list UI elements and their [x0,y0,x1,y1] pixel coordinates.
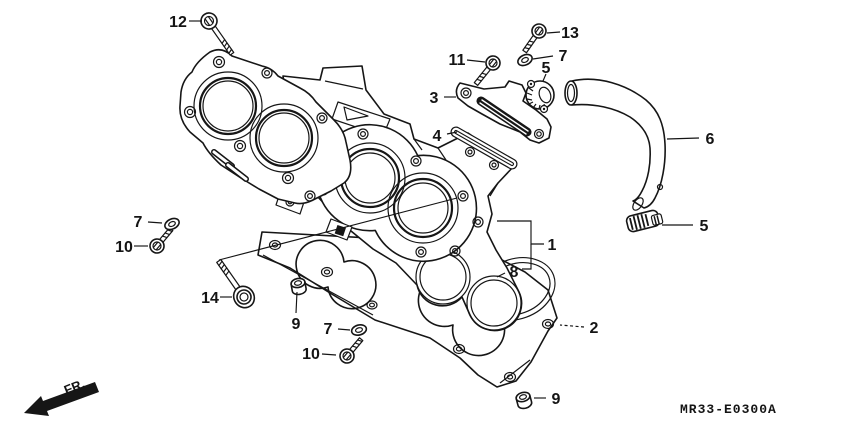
bolt-12-icon [200,12,235,56]
bolt-10-left-icon [149,227,174,254]
bolt-13-icon [522,23,547,54]
washer-7-bottom-icon [350,323,368,337]
leader-line-o-ring-8 [496,272,506,278]
bolt-10-bottom-icon [339,337,364,364]
callout-bolt-13: 13 [561,25,579,42]
hose-clamp-drawing [625,209,664,233]
callout-collar-9-bottom: 9 [552,391,561,408]
callout-bolt-11: 11 [449,52,466,69]
water-pipe-drawing [564,78,666,211]
callout-bolt-14: 14 [201,290,219,307]
callout-bolt-12: 12 [169,14,187,31]
water-joint-drawing [455,80,552,144]
leader-line-cylinder-1 [497,220,544,245]
callout-cylinder-1: 1 [548,237,557,254]
water-joint-gasket-drawing [450,126,518,170]
head-gasket-bores [193,71,319,173]
head-gasket-holes [183,55,328,202]
leader-line-o-ring-8 [522,244,532,270]
leader-line-collar-9-mid [295,291,298,314]
leader-line-washer-7-left [147,221,163,224]
head-gasket-drawing [179,48,352,205]
leader-line-joint-gasket-4 [446,131,458,135]
callout-o-ring-8: 8 [510,264,519,281]
callout-washer-7-bottom: 7 [324,321,333,338]
callout-joint-gasket-4: 4 [433,128,442,145]
bolt-14-icon [216,258,256,309]
callout-bolt-10-bottom: 10 [302,346,320,363]
callout-washer-7-top: 7 [559,48,568,65]
leader-line-pipe-6 [666,137,700,140]
callout-base-gasket-2: 2 [590,320,599,337]
leader-line-bolt-13 [546,31,561,34]
leader-line-bolt-10-bottom [321,353,337,356]
diagram-code: MR33-E0300A [680,402,777,417]
collar-9-mid-icon [290,277,307,296]
callout-collar-9-mid: 9 [292,316,301,333]
cam-chain-slots [211,149,249,182]
collar-9-bottom-icon [515,391,533,410]
bolt-11-icon [473,55,501,86]
leader-line-washer-7-bottom [337,328,351,331]
washer-7-left-icon [164,217,180,231]
leader-line-joint-5-top [542,73,547,82]
front-direction-indicator: FR. [24,376,99,416]
callout-pipe-6: 6 [706,131,715,148]
callout-washer-7-left: 7 [134,214,143,231]
base-gasket-holes [268,239,555,383]
hose-joint-drawing [525,79,555,114]
front-arrow-icon [24,382,99,416]
callout-bolt-10-left: 10 [115,239,133,256]
leader-line-bolt-11 [466,59,486,63]
washer-7-top-icon [517,53,533,67]
callout-clamp-5-right: 5 [700,218,709,235]
leader-line-washer-7-top [532,55,554,60]
leader-line-base-gasket-2 [559,324,585,328]
front-direction-label: FR. [62,376,87,398]
callout-water-joint-3: 3 [430,90,439,107]
bolt-14-projection-line [218,197,458,261]
callout-joint-5-top: 5 [542,60,551,77]
